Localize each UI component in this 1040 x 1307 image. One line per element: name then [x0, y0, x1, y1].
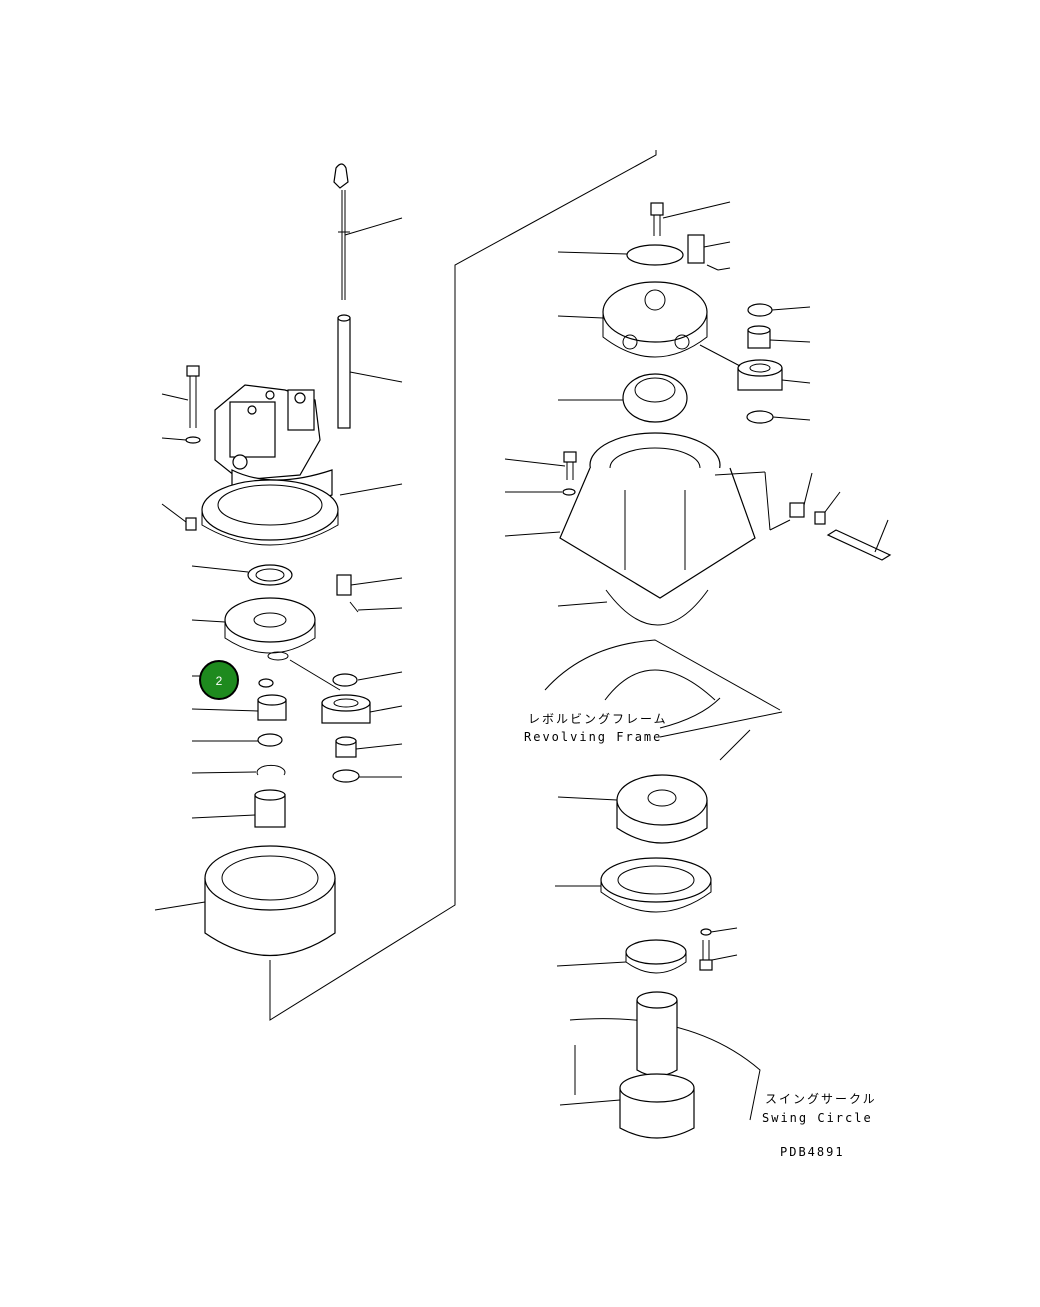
leader: [355, 743, 403, 750]
leader: [191, 771, 257, 774]
group-bracket: [269, 150, 657, 1021]
level-gauge: [333, 163, 350, 300]
leader: [559, 1099, 621, 1106]
leader: [703, 241, 731, 248]
leader: [710, 927, 738, 933]
leader: [289, 659, 341, 691]
leader: [557, 796, 618, 801]
leader: [874, 519, 889, 553]
planet-gear: [321, 694, 371, 724]
leader: [350, 577, 403, 586]
leader: [154, 901, 206, 911]
leader: [191, 814, 256, 819]
pipe: [337, 314, 351, 429]
bolt: [650, 202, 664, 236]
leader: [349, 371, 403, 383]
thrust-washer: [257, 733, 283, 747]
leader: [824, 491, 841, 513]
thrust-washer: [332, 673, 358, 687]
leader: [161, 393, 189, 401]
leader: [769, 339, 811, 343]
ring-gear: [204, 845, 336, 956]
leader: [357, 607, 403, 611]
shim: [247, 564, 293, 586]
planet-gear-left: [257, 694, 287, 721]
hose: [826, 529, 892, 561]
revolving-frame-jp-label: レボルビングフレーム: [528, 712, 668, 726]
leader: [714, 471, 766, 476]
revolving-frame-en-label: Revolving Frame: [524, 730, 662, 744]
leader: [781, 379, 811, 384]
leader: [659, 711, 783, 738]
leader: [557, 251, 628, 255]
pin: [336, 574, 352, 596]
thrust-washer: [332, 769, 360, 783]
bolt: [186, 365, 200, 428]
leader: [556, 961, 627, 967]
thrust-washer: [747, 303, 773, 317]
leader: [161, 503, 187, 523]
leader: [191, 619, 226, 623]
swing-circle: [569, 1018, 761, 1121]
leader: [662, 201, 731, 219]
leader: [557, 601, 608, 607]
leader: [803, 472, 813, 506]
leader: [504, 531, 561, 537]
pinion-shaft: [619, 991, 695, 1139]
revolving-frame: [544, 639, 781, 761]
leader: [161, 437, 187, 441]
swing-circle-jp-label: スイングサークル: [765, 1092, 877, 1106]
leader: [699, 344, 741, 367]
o-ring: [605, 589, 709, 626]
roller-bearing: [622, 373, 688, 423]
leader: [191, 708, 259, 712]
thrust-washer: [746, 410, 774, 424]
leader: [344, 217, 403, 236]
shaft: [687, 234, 705, 264]
callout-number: 2: [216, 674, 223, 688]
plug: [814, 511, 826, 525]
leader: [772, 416, 811, 421]
motor-flange: [201, 479, 339, 546]
oil-seal: [625, 939, 687, 974]
callout-badge[interactable]: 2: [199, 660, 239, 700]
needle-bearing: [335, 736, 357, 758]
leader: [339, 483, 403, 496]
leader: [764, 471, 771, 531]
leader: [369, 705, 403, 713]
sun-gear: [254, 789, 286, 828]
drawing-id: PDB4891: [780, 1145, 845, 1159]
carrier: [224, 597, 316, 661]
washer: [562, 488, 576, 496]
swing-circle-en-label: Swing Circle: [762, 1111, 873, 1125]
bolt: [699, 940, 713, 971]
washer: [185, 436, 201, 444]
carrier-upper: [602, 281, 708, 358]
elbow: [789, 502, 805, 518]
plate: [626, 244, 684, 266]
leader: [717, 267, 731, 271]
planet-gear: [737, 359, 783, 391]
thrust-washer-small: [258, 678, 274, 688]
housing-cover: [600, 857, 712, 913]
leader: [504, 458, 566, 467]
bolt: [563, 451, 577, 480]
plug: [185, 517, 197, 531]
spring-pin: [349, 601, 359, 613]
spring-pin: [706, 264, 719, 271]
leader: [191, 565, 249, 573]
washer: [700, 928, 712, 936]
snap-ring: [256, 764, 286, 776]
leader: [771, 306, 811, 311]
needle-bearing: [747, 325, 771, 349]
leader: [357, 671, 403, 681]
swing-housing: [559, 432, 756, 599]
ball-bearing: [616, 774, 708, 844]
leader: [769, 519, 791, 531]
leader: [557, 315, 604, 319]
leader: [711, 954, 738, 961]
